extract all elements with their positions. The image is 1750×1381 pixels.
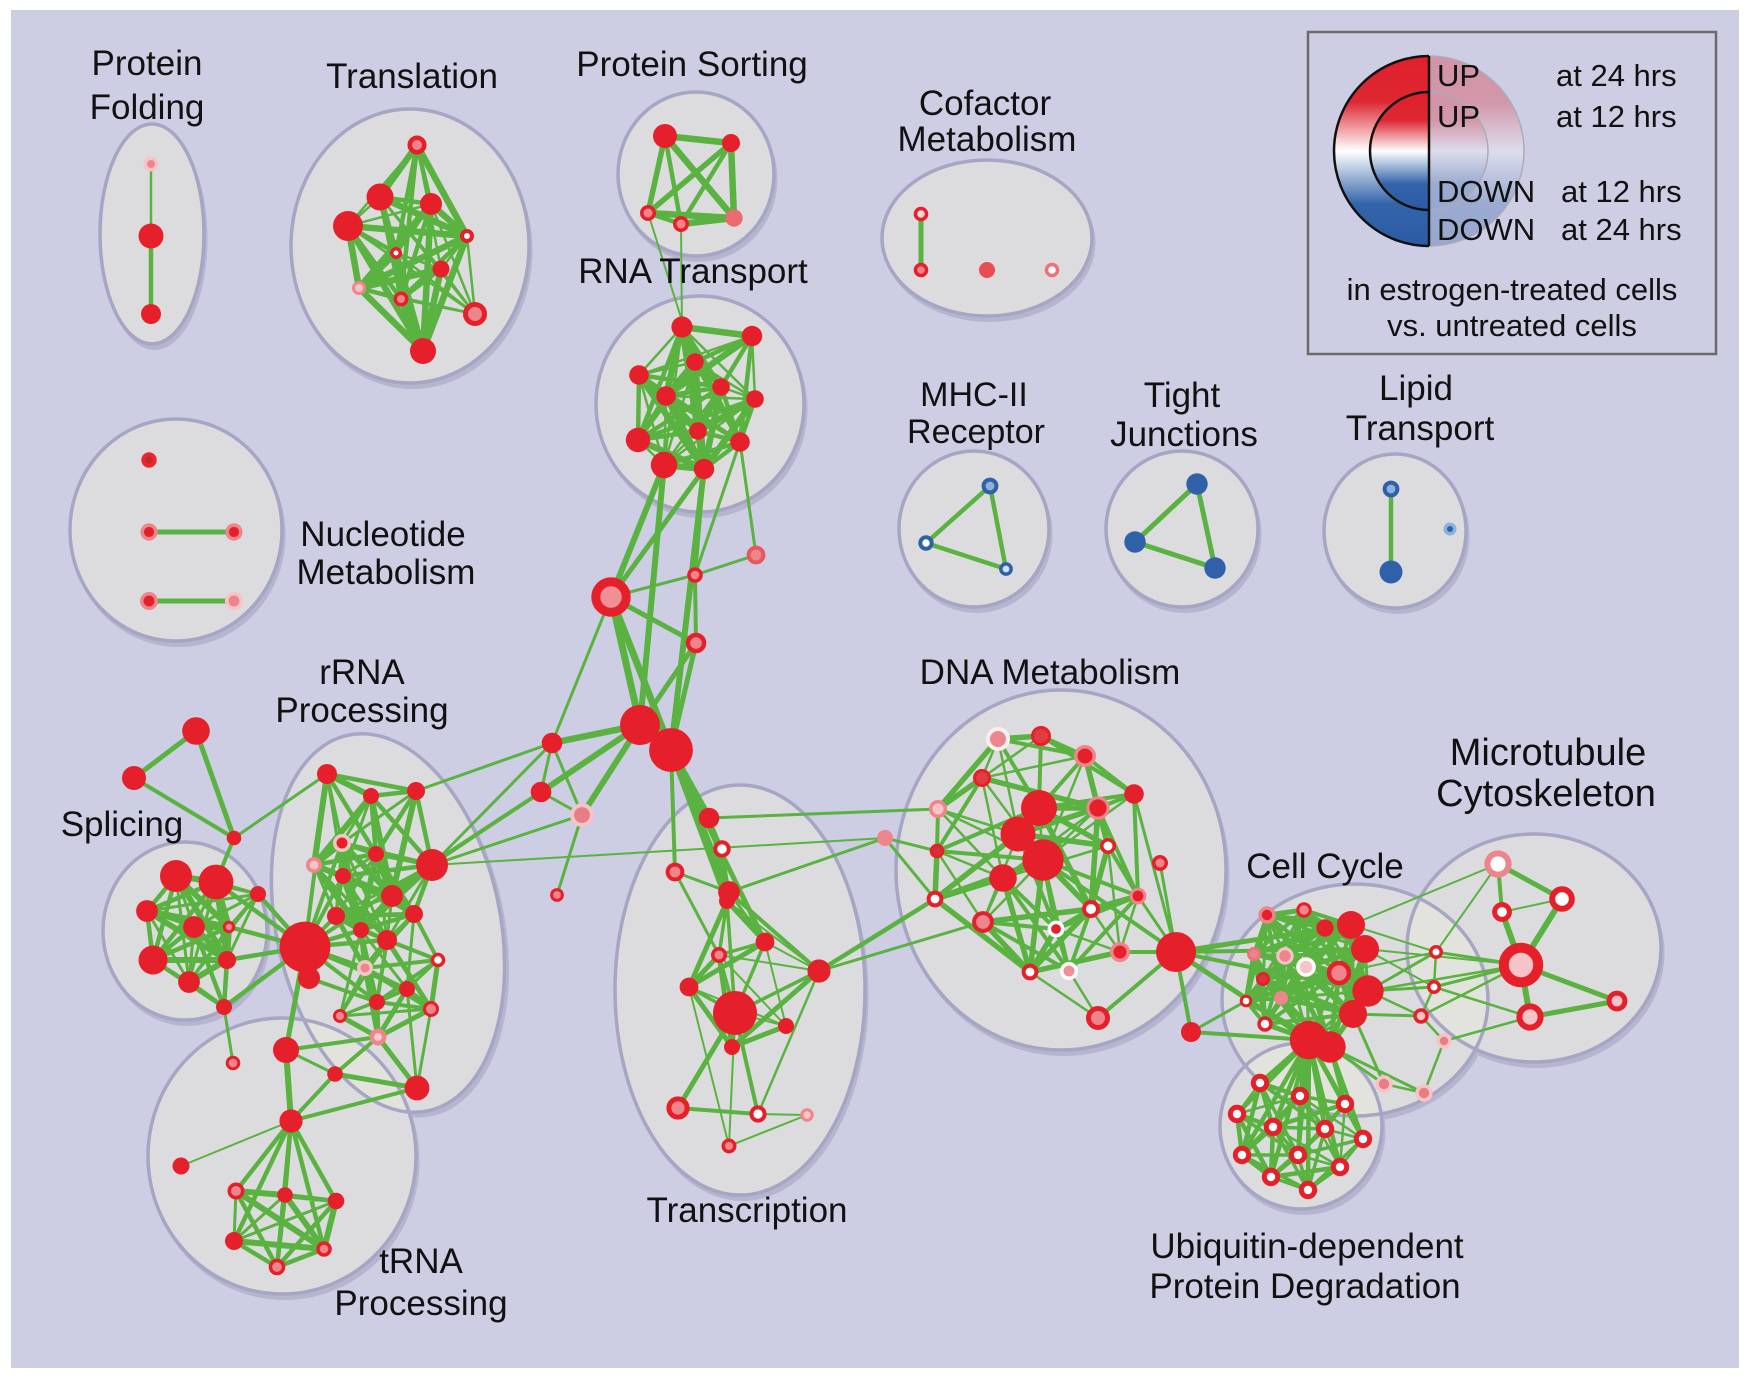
svg-text:Splicing: Splicing: [61, 805, 184, 844]
svg-text:Lipid: Lipid: [1379, 369, 1453, 408]
svg-text:DOWN: DOWN: [1437, 174, 1535, 209]
svg-text:at 24 hrs: at 24 hrs: [1556, 58, 1677, 93]
svg-text:Protein Sorting: Protein Sorting: [576, 45, 808, 84]
svg-text:Cofactor: Cofactor: [919, 84, 1052, 123]
svg-text:tRNA: tRNA: [379, 1242, 463, 1281]
svg-text:Protein Degradation: Protein Degradation: [1149, 1267, 1460, 1306]
svg-text:rRNA: rRNA: [319, 653, 405, 692]
svg-text:Processing: Processing: [334, 1284, 507, 1323]
svg-text:Ubiquitin-dependent: Ubiquitin-dependent: [1150, 1227, 1464, 1266]
svg-text:at 24 hrs: at 24 hrs: [1561, 212, 1682, 247]
svg-text:Cell Cycle: Cell Cycle: [1246, 847, 1404, 886]
svg-text:vs. untreated cells: vs. untreated cells: [1387, 308, 1637, 343]
svg-text:DOWN: DOWN: [1437, 212, 1535, 247]
svg-text:MHC-II: MHC-II: [920, 376, 1028, 414]
svg-text:UP: UP: [1437, 58, 1480, 93]
svg-text:Tight: Tight: [1144, 376, 1221, 415]
svg-text:Folding: Folding: [90, 88, 205, 127]
svg-text:Transcription: Transcription: [647, 1191, 848, 1230]
svg-text:Metabolism: Metabolism: [297, 553, 476, 592]
svg-text:in estrogen-treated cells: in estrogen-treated cells: [1347, 272, 1678, 307]
svg-text:at 12 hrs: at 12 hrs: [1556, 99, 1677, 134]
svg-text:DNA Metabolism: DNA Metabolism: [920, 653, 1181, 692]
svg-text:UP: UP: [1437, 99, 1480, 134]
svg-text:RNA Transport: RNA Transport: [578, 252, 808, 291]
svg-text:Processing: Processing: [275, 691, 448, 730]
svg-text:Transport: Transport: [1346, 409, 1495, 448]
svg-text:Nucleotide: Nucleotide: [300, 515, 465, 554]
svg-text:Metabolism: Metabolism: [898, 120, 1077, 159]
svg-text:Protein: Protein: [92, 44, 203, 83]
svg-text:Cytoskeleton: Cytoskeleton: [1436, 773, 1656, 815]
svg-text:Microtubule: Microtubule: [1450, 732, 1646, 774]
svg-text:Receptor: Receptor: [907, 413, 1045, 451]
svg-text:at 12 hrs: at 12 hrs: [1561, 174, 1682, 209]
svg-text:Translation: Translation: [326, 57, 498, 96]
svg-text:Junctions: Junctions: [1110, 415, 1258, 454]
